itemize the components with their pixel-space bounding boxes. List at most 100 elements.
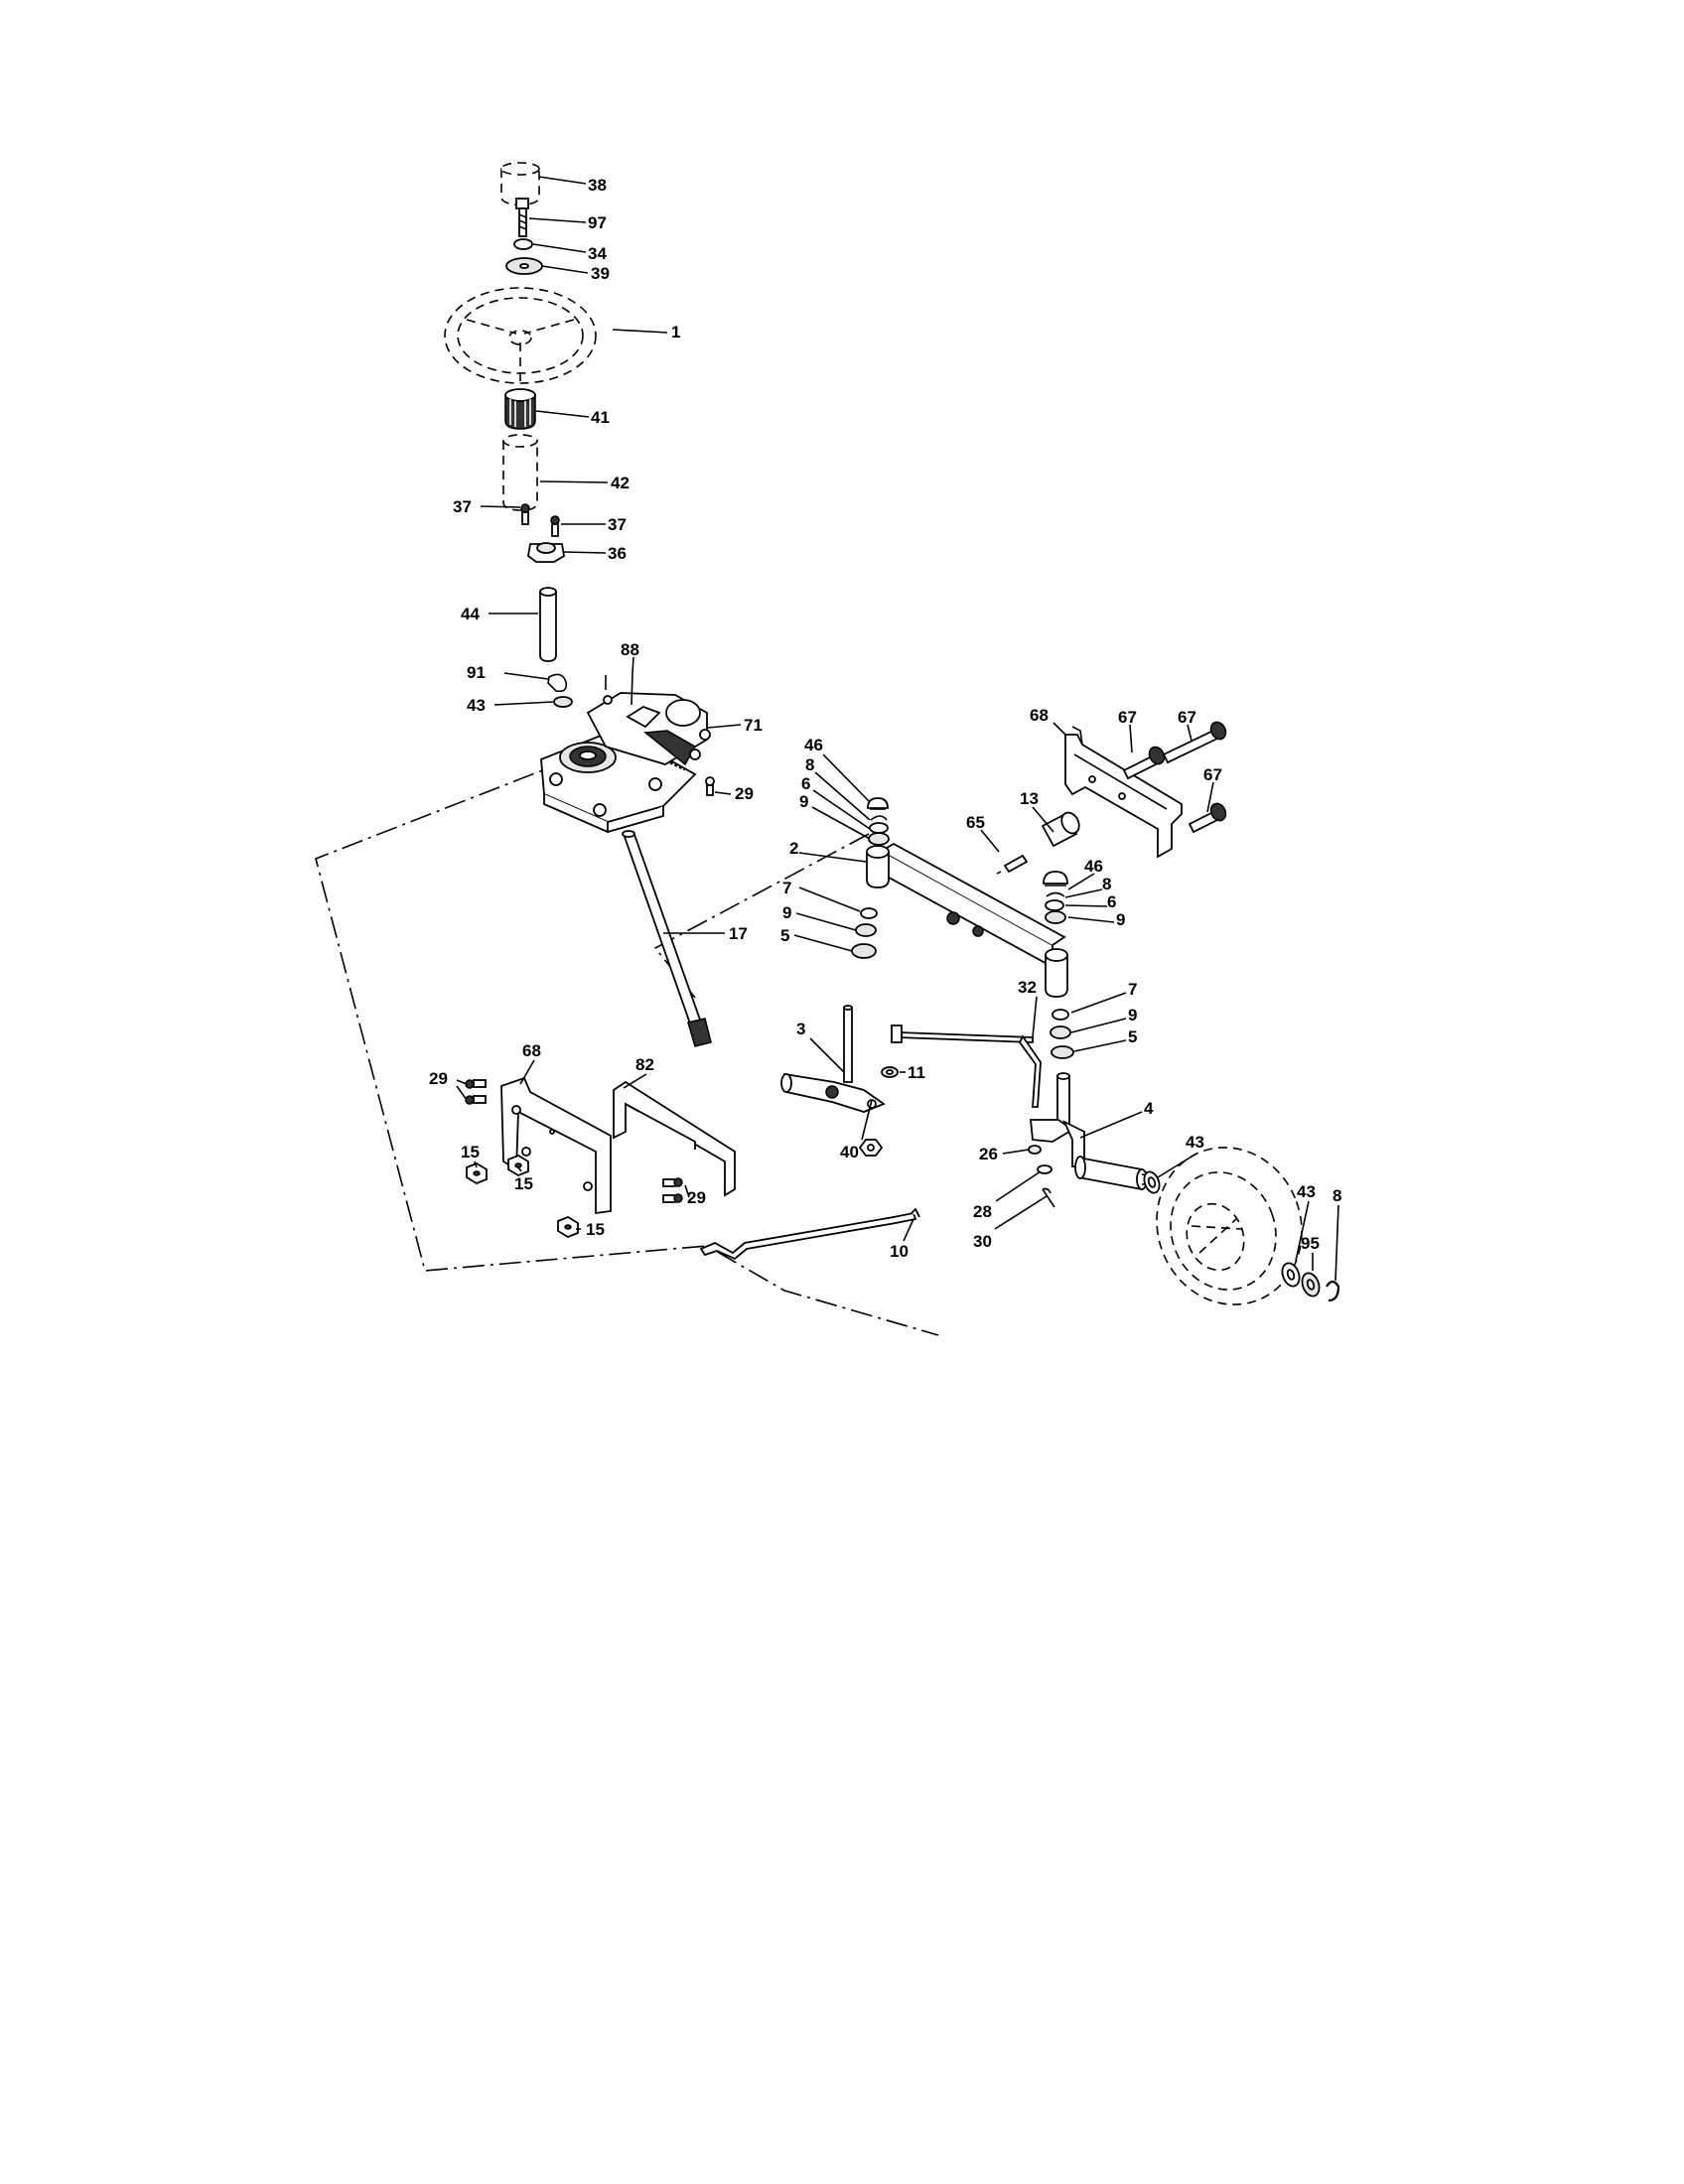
callout-46-left: 46 [804, 736, 823, 754]
callout-40: 40 [840, 1143, 859, 1161]
callout-43-wheel: 43 [1297, 1182, 1316, 1201]
pivot-sleeve [1041, 811, 1080, 848]
jam-nut [858, 1139, 884, 1157]
spacer [1301, 1272, 1321, 1297]
callout-39: 39 [591, 264, 610, 283]
bracket-screw-b [465, 1095, 487, 1105]
callout-26: 26 [979, 1145, 998, 1163]
spacer-washer [553, 696, 573, 708]
callout-97: 97 [588, 213, 607, 232]
callout-1: 1 [671, 323, 680, 341]
callout-labels: 38 97 34 39 1 41 42 37 37 36 44 88 91 43… [429, 176, 1341, 1261]
assembly-chain-line [315, 759, 939, 1336]
steering-wheel-cap [500, 162, 540, 205]
callout-67-c: 67 [1203, 765, 1222, 784]
tie-rod-nut [881, 1066, 899, 1078]
support-bracket [613, 1080, 736, 1197]
bracket-nut-b [507, 1154, 529, 1177]
right-spindle [1030, 1072, 1155, 1191]
callout-8-right: 8 [1102, 875, 1111, 893]
callout-6-left: 6 [801, 774, 810, 793]
callout-29-bracket-right: 29 [687, 1188, 706, 1207]
callout-37-right: 37 [608, 515, 627, 534]
callout-91: 91 [467, 663, 486, 682]
callout-9-left-top: 9 [799, 792, 808, 811]
callout-10: 10 [890, 1242, 909, 1261]
callout-68-left: 68 [522, 1041, 541, 1060]
callout-65: 65 [966, 813, 985, 832]
steering-wheel [444, 287, 597, 384]
bracket-screw-d [662, 1193, 683, 1203]
callout-11: 11 [908, 1063, 925, 1082]
callout-32: 32 [1018, 978, 1037, 997]
front-wheel [1156, 1147, 1303, 1305]
callout-8-wheel: 8 [1333, 1186, 1341, 1205]
drag-link [699, 1207, 920, 1261]
steering-shaft [622, 830, 712, 1047]
callout-68-right: 68 [1030, 706, 1049, 725]
callout-28: 28 [973, 1202, 992, 1221]
steering-adapter [504, 388, 536, 430]
callout-29-bracket-left: 29 [429, 1069, 448, 1088]
callout-2: 2 [789, 839, 798, 858]
callout-38: 38 [588, 176, 607, 195]
retaining-clip [547, 673, 568, 693]
callout-30: 30 [973, 1232, 992, 1251]
screw-right [550, 515, 560, 537]
bracket-screw-a [465, 1079, 487, 1089]
spindle-washer [1037, 1164, 1052, 1174]
callout-5-right: 5 [1128, 1027, 1137, 1046]
callout-9-right-mid: 9 [1128, 1006, 1137, 1024]
tie-rod [891, 1024, 1042, 1108]
callout-37-left: 37 [453, 497, 472, 516]
callout-8-left: 8 [805, 755, 814, 774]
callout-15-c: 15 [586, 1220, 605, 1239]
left-spindle [780, 1005, 886, 1113]
outer-washer [1281, 1262, 1301, 1288]
steering-tube [539, 587, 557, 662]
callout-7-right: 7 [1128, 980, 1137, 999]
callout-29-gear: 29 [735, 784, 754, 803]
callout-71: 71 [744, 716, 763, 735]
callout-15-b: 15 [514, 1174, 533, 1193]
callout-44: 44 [461, 605, 480, 623]
callout-4: 4 [1144, 1099, 1154, 1118]
cotter-pin [1042, 1187, 1055, 1208]
callout-88: 88 [621, 640, 639, 659]
spindle-bushing [1028, 1145, 1042, 1155]
callout-9-left-mid: 9 [782, 903, 791, 922]
column-bushing [527, 542, 565, 563]
callout-46-right: 46 [1084, 857, 1103, 876]
callout-41: 41 [591, 408, 610, 427]
callout-95: 95 [1301, 1234, 1320, 1253]
bracket-nut-a [466, 1161, 488, 1185]
callout-67-b: 67 [1178, 708, 1196, 727]
left-spindle-hardware [851, 797, 890, 959]
callout-3: 3 [796, 1020, 805, 1038]
callout-15-a: 15 [461, 1143, 480, 1161]
bracket-bolt-c [1188, 802, 1227, 834]
axle-pivot-pin [996, 854, 1029, 875]
callout-17: 17 [729, 924, 748, 943]
leader-lines [456, 176, 1339, 1282]
bracket-screw-c [662, 1177, 683, 1187]
bracket-nut-c [557, 1215, 579, 1239]
bracket-bolt-a [1122, 746, 1166, 780]
callout-13: 13 [1020, 789, 1039, 808]
callout-36: 36 [608, 544, 627, 563]
lock-washer [513, 238, 533, 250]
callout-6-right: 6 [1107, 892, 1116, 911]
callout-34: 34 [588, 244, 607, 263]
inner-washer [1143, 1170, 1161, 1194]
callout-82: 82 [635, 1055, 654, 1074]
callout-7-left: 7 [782, 879, 791, 897]
steering-bellows [502, 434, 538, 511]
callout-43-gear: 43 [467, 696, 486, 715]
axle-bracket-right [1064, 726, 1183, 859]
callout-67-a: 67 [1118, 708, 1137, 727]
screw-left [520, 503, 530, 525]
front-axle [866, 842, 1068, 998]
callout-9-right-top: 9 [1116, 910, 1125, 929]
steering-gear-assembly [540, 675, 711, 834]
